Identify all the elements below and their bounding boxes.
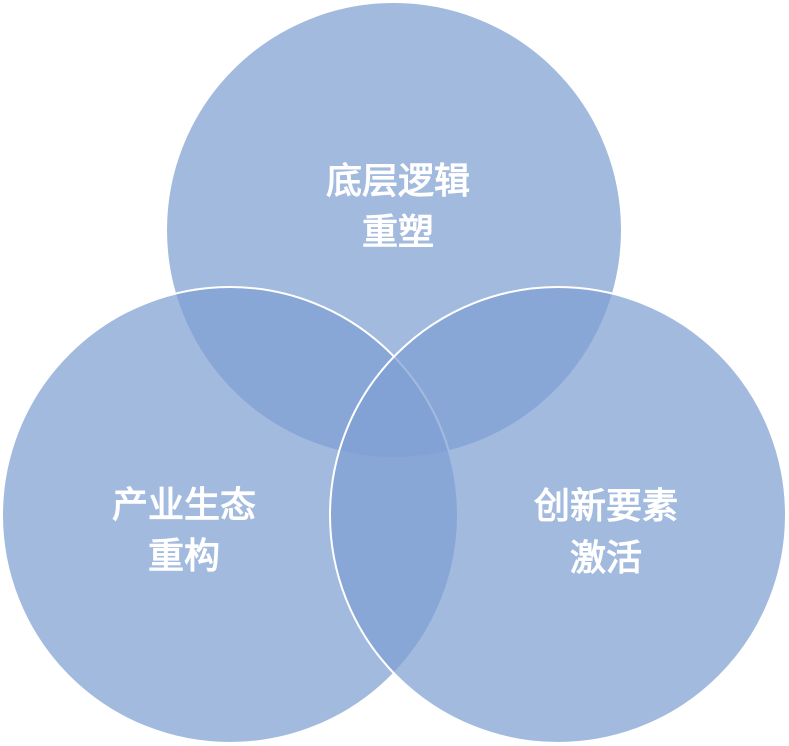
right-label-line2: 激活 — [570, 538, 642, 579]
venn-circle-right — [329, 286, 787, 744]
left-label-line1: 产业生态 — [112, 485, 256, 526]
right-label-line1: 创新要素 — [534, 486, 678, 527]
top-label-line1: 底层逻辑 — [326, 161, 470, 202]
top-label-line2: 重塑 — [362, 212, 434, 253]
left-label-line2: 重构 — [148, 536, 220, 577]
